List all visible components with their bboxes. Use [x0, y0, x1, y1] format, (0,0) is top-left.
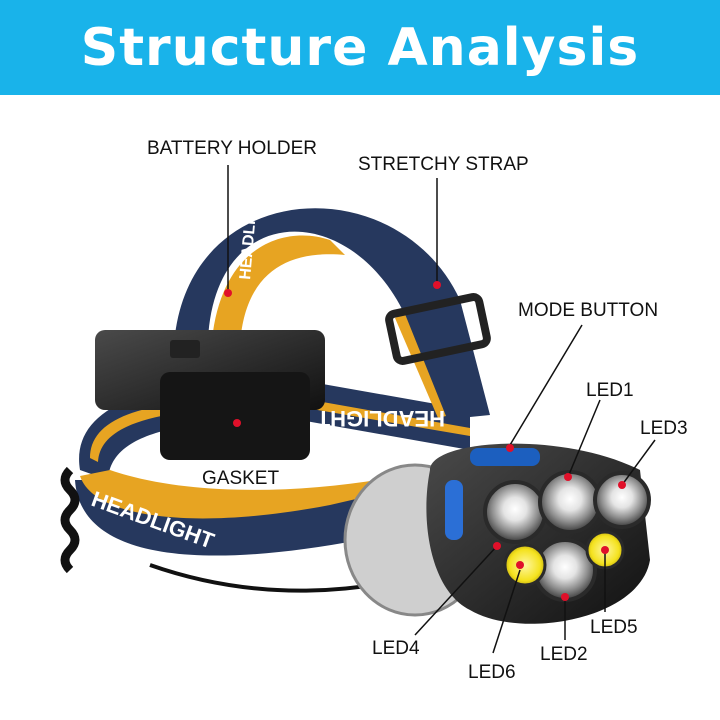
stretchy-strap-dot: [433, 281, 441, 289]
battery-holder-latch: [170, 340, 200, 358]
top-strap: [175, 208, 490, 420]
led4-dot: [493, 542, 501, 550]
page-title: Structure Analysis: [80, 17, 640, 78]
strap-text-back: HEADLIGHT: [316, 406, 445, 431]
headlamp-diagram: HEADLIGHT HEADLIGHT HEADLIGHT: [60, 165, 656, 654]
led4-pointer: [414, 545, 498, 636]
led2-dot: [561, 593, 569, 601]
pointer-lines: [227, 165, 656, 654]
coil-cable: [60, 466, 80, 574]
led1-label: LED1: [586, 380, 634, 401]
led1-pointer: [567, 399, 601, 478]
led1-lens: [538, 470, 602, 534]
led4-lens: [483, 480, 547, 544]
led3-label: LED3: [640, 418, 688, 439]
front-band-stripe: [80, 470, 430, 519]
battery-holder-label: BATTERY HOLDER: [147, 138, 317, 159]
battery-holder-dot: [224, 289, 232, 297]
led6-cob: [503, 543, 547, 587]
mode-button-pointer: [509, 324, 583, 446]
mode-button-dot: [506, 444, 514, 452]
led6-dot: [516, 561, 524, 569]
led5-label: LED5: [590, 617, 638, 638]
rear-band-stripe: [90, 397, 470, 462]
led4-label: LED4: [372, 638, 420, 659]
top-strap-stripe: [212, 235, 345, 345]
strap-buckle: [385, 293, 491, 365]
gasket-shape: [160, 372, 310, 460]
led6-label: LED6: [468, 662, 516, 683]
mode-button-shape: [470, 448, 540, 466]
led6-pointer: [492, 569, 521, 654]
top-strap-stripe-2: [395, 314, 446, 418]
led2-label: LED2: [540, 644, 588, 665]
led5-dot: [601, 546, 609, 554]
pointer-dots: [224, 281, 626, 601]
led3-dot: [618, 481, 626, 489]
mode-button-label: MODE BUTTON: [518, 300, 659, 321]
led1-dot: [564, 473, 572, 481]
stretchy-strap-label: STRETCHY STRAP: [358, 154, 529, 175]
lamp-accent-ring: [445, 480, 463, 540]
gasket-dot: [233, 419, 241, 427]
gasket-label: GASKET: [202, 468, 280, 489]
led3-pointer: [621, 439, 656, 486]
led3-lens: [593, 471, 651, 529]
title-banner: Structure Analysis: [0, 0, 720, 95]
